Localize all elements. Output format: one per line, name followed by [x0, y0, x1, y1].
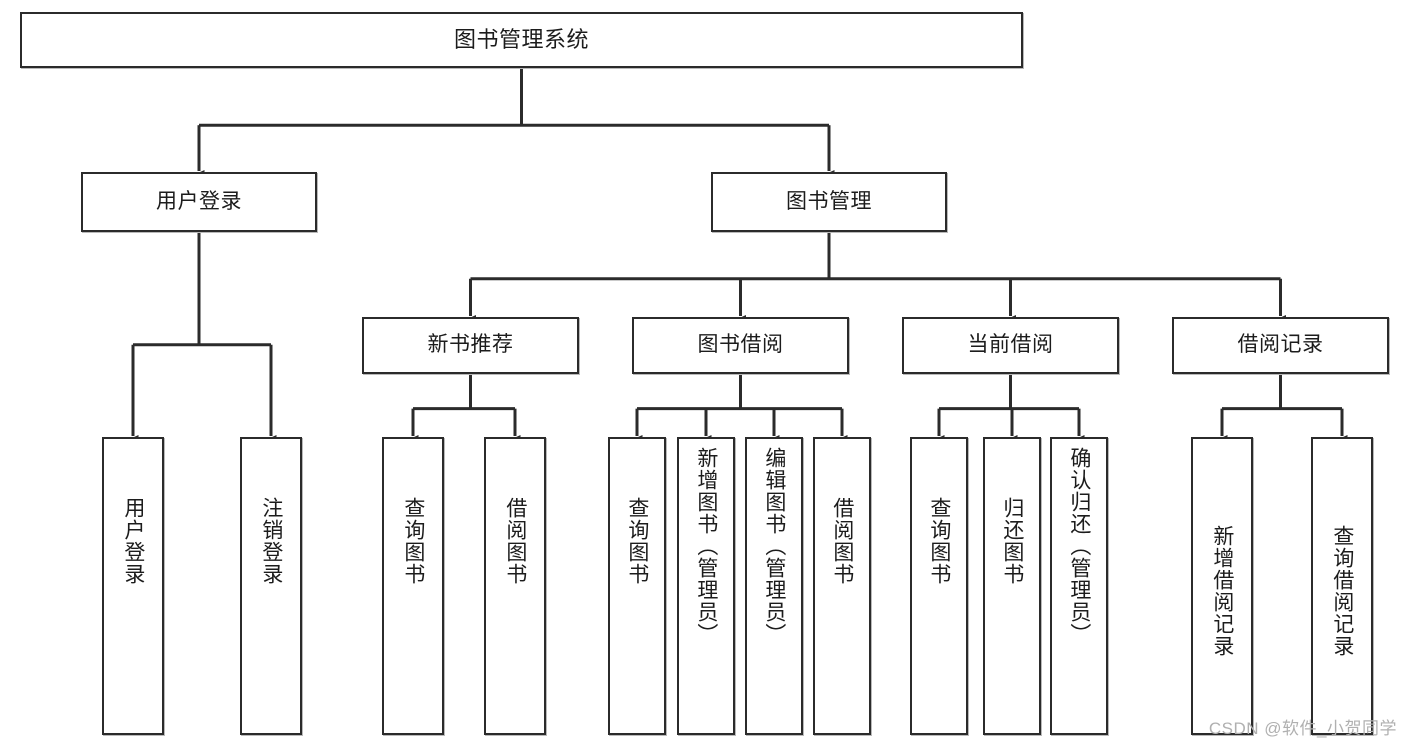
- node-user-login[interactable]: 用户登录: [81, 172, 317, 232]
- node-leaf-logout-login[interactable]: 注销登录: [240, 437, 302, 735]
- node-leaf-query-book-3-label: 查询图书: [927, 497, 951, 585]
- node-book-manage-label: 图书管理: [786, 189, 872, 213]
- node-leaf-confirm-return-label: 确认归还（管理员）: [1067, 447, 1091, 645]
- node-leaf-return-book-label: 归还图书: [1000, 497, 1024, 585]
- node-leaf-confirm-return[interactable]: 确认归还（管理员）: [1050, 437, 1108, 735]
- node-leaf-borrow-book-1-label: 借阅图书: [503, 497, 527, 585]
- csdn-watermark: CSDN @软件_小贺同学: [1208, 719, 1397, 738]
- node-leaf-query-book-1[interactable]: 查询图书: [382, 437, 444, 735]
- node-leaf-return-book[interactable]: 归还图书: [983, 437, 1041, 735]
- node-leaf-query-book-3[interactable]: 查询图书: [910, 437, 968, 735]
- node-leaf-user-login-label: 用户登录: [121, 497, 145, 585]
- node-borrow-record-label: 借阅记录: [1237, 333, 1324, 357]
- node-new-book-recommend-label: 新书推荐: [427, 333, 514, 357]
- node-user-login-label: 用户登录: [156, 189, 242, 213]
- node-leaf-add-book[interactable]: 新增图书（管理员）: [677, 437, 735, 735]
- node-leaf-query-book-2-label: 查询图书: [625, 497, 649, 585]
- node-leaf-query-borrow-record-label: 查询借阅记录: [1330, 525, 1354, 657]
- node-leaf-borrow-book-2[interactable]: 借阅图书: [813, 437, 871, 735]
- node-leaf-edit-book[interactable]: 编辑图书（管理员）: [745, 437, 803, 735]
- node-root-label: 图书管理系统: [453, 27, 589, 53]
- node-leaf-query-borrow-record[interactable]: 查询借阅记录: [1311, 437, 1373, 735]
- node-leaf-query-book-2[interactable]: 查询图书: [608, 437, 666, 735]
- node-leaf-borrow-book-1[interactable]: 借阅图书: [484, 437, 546, 735]
- node-leaf-add-borrow-record-label: 新增借阅记录: [1210, 525, 1234, 657]
- node-leaf-add-borrow-record[interactable]: 新增借阅记录: [1191, 437, 1253, 735]
- node-root[interactable]: 图书管理系统: [20, 12, 1023, 68]
- node-book-borrow-label: 图书借阅: [697, 333, 784, 357]
- node-leaf-edit-book-label: 编辑图书（管理员）: [762, 447, 786, 645]
- node-borrow-record[interactable]: 借阅记录: [1172, 317, 1389, 374]
- node-leaf-add-book-label: 新增图书（管理员）: [694, 447, 718, 645]
- node-leaf-borrow-book-2-label: 借阅图书: [830, 497, 854, 585]
- node-current-borrow-label: 当前借阅: [967, 333, 1054, 357]
- node-leaf-logout-login-label: 注销登录: [259, 497, 283, 585]
- node-leaf-query-book-1-label: 查询图书: [401, 497, 425, 585]
- node-leaf-user-login[interactable]: 用户登录: [102, 437, 164, 735]
- node-book-manage[interactable]: 图书管理: [711, 172, 947, 232]
- node-new-book-recommend[interactable]: 新书推荐: [362, 317, 579, 374]
- node-current-borrow[interactable]: 当前借阅: [902, 317, 1119, 374]
- node-book-borrow[interactable]: 图书借阅: [632, 317, 849, 374]
